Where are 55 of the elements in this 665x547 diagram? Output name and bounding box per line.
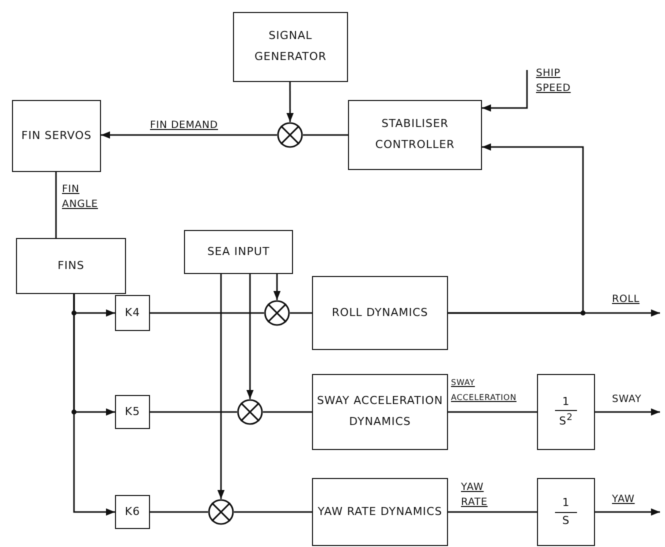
- process-block: [348, 100, 482, 170]
- block-label: SEA INPUT: [207, 244, 270, 260]
- signal-line: [246, 274, 254, 399]
- process-block: [16, 238, 126, 294]
- process-block: [312, 374, 448, 450]
- signal-line: [150, 312, 264, 314]
- signal-line: [263, 411, 312, 413]
- transfer-function-block: [537, 478, 595, 546]
- signal-line: [290, 312, 312, 314]
- process-block: [233, 12, 348, 82]
- signal-line: [595, 408, 660, 416]
- summing-junction: [264, 300, 290, 326]
- signal-line: [448, 411, 537, 413]
- edge-label: FIN DEMAND: [150, 118, 218, 133]
- transfer-function-text: S$^{2}$: [559, 412, 573, 430]
- block-label: K4: [124, 304, 140, 321]
- transfer-function-text: S: [562, 514, 570, 528]
- block-label: ROLL DYNAMICS: [332, 304, 428, 321]
- block-label: YAW RATE DYNAMICS: [318, 504, 442, 520]
- process-block: [115, 295, 150, 331]
- edge-label: ROLL: [612, 292, 640, 307]
- signal-line: [73, 294, 115, 516]
- signal-line: [217, 274, 225, 499]
- block-label: FIN SERVOS: [21, 128, 92, 144]
- signal-line: [150, 511, 208, 513]
- signal-line: [448, 511, 537, 513]
- summing-junction: [237, 399, 263, 425]
- process-block: [115, 495, 150, 529]
- process-block: [184, 230, 293, 274]
- block-label: STABILISER CONTROLLER: [374, 116, 456, 153]
- signal-line: [234, 511, 312, 513]
- summing-junction: [277, 122, 303, 148]
- signal-line: [448, 143, 584, 314]
- transfer-function-block: [537, 374, 595, 450]
- block-label: K5: [124, 404, 140, 420]
- block-label: SIGNAL GENERATOR: [253, 28, 328, 65]
- signal-line: [303, 134, 348, 136]
- block-label: K6: [124, 504, 140, 520]
- signal-line: [55, 172, 57, 238]
- block-label: SWAY ACCELERATION DYNAMICS: [316, 393, 444, 430]
- signal-line: [595, 508, 660, 516]
- signal-line: [150, 411, 237, 413]
- transfer-function-text: 1: [562, 496, 570, 510]
- process-block: [312, 478, 448, 546]
- signal-line: [273, 274, 281, 300]
- signal-line: [286, 82, 294, 122]
- process-block: [12, 100, 101, 172]
- signal-line: [482, 70, 528, 112]
- transfer-function-text: 1: [562, 394, 570, 410]
- edge-label: YAW: [612, 492, 635, 507]
- process-block: [115, 395, 150, 429]
- summing-junction: [208, 499, 234, 525]
- block-label: FINS: [58, 258, 84, 274]
- process-block: [312, 276, 448, 350]
- signal-line: [101, 131, 277, 139]
